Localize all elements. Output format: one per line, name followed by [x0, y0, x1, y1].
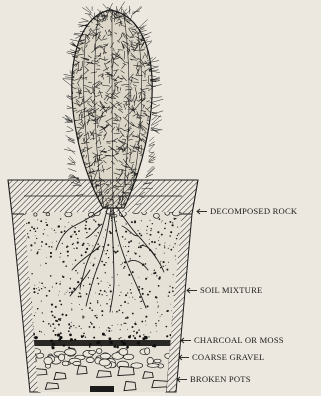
arrow-left-icon — [178, 354, 189, 361]
label-text: SOIL MIXTURE — [200, 285, 262, 295]
arrow-left-icon — [196, 208, 207, 215]
label-text: BROKEN POTS — [190, 374, 251, 384]
label-broken-pots: BROKEN POTS — [176, 374, 251, 384]
label-text: COARSE GRAVEL — [192, 352, 264, 362]
arrow-left-icon — [176, 376, 187, 383]
label-decomposed-rock: DECOMPOSED ROCK — [196, 206, 297, 216]
label-text: DECOMPOSED ROCK — [210, 206, 297, 216]
label-coarse-gravel: COARSE GRAVEL — [178, 352, 264, 362]
arrow-left-icon — [180, 337, 191, 344]
label-soil-mixture: SOIL MIXTURE — [186, 285, 262, 295]
arrow-left-icon — [186, 287, 197, 294]
label-charcoal-or-moss: CHARCOAL OR MOSS — [180, 335, 284, 345]
label-text: CHARCOAL OR MOSS — [194, 335, 284, 345]
cactus — [62, 2, 163, 210]
soil-layers — [20, 197, 190, 396]
